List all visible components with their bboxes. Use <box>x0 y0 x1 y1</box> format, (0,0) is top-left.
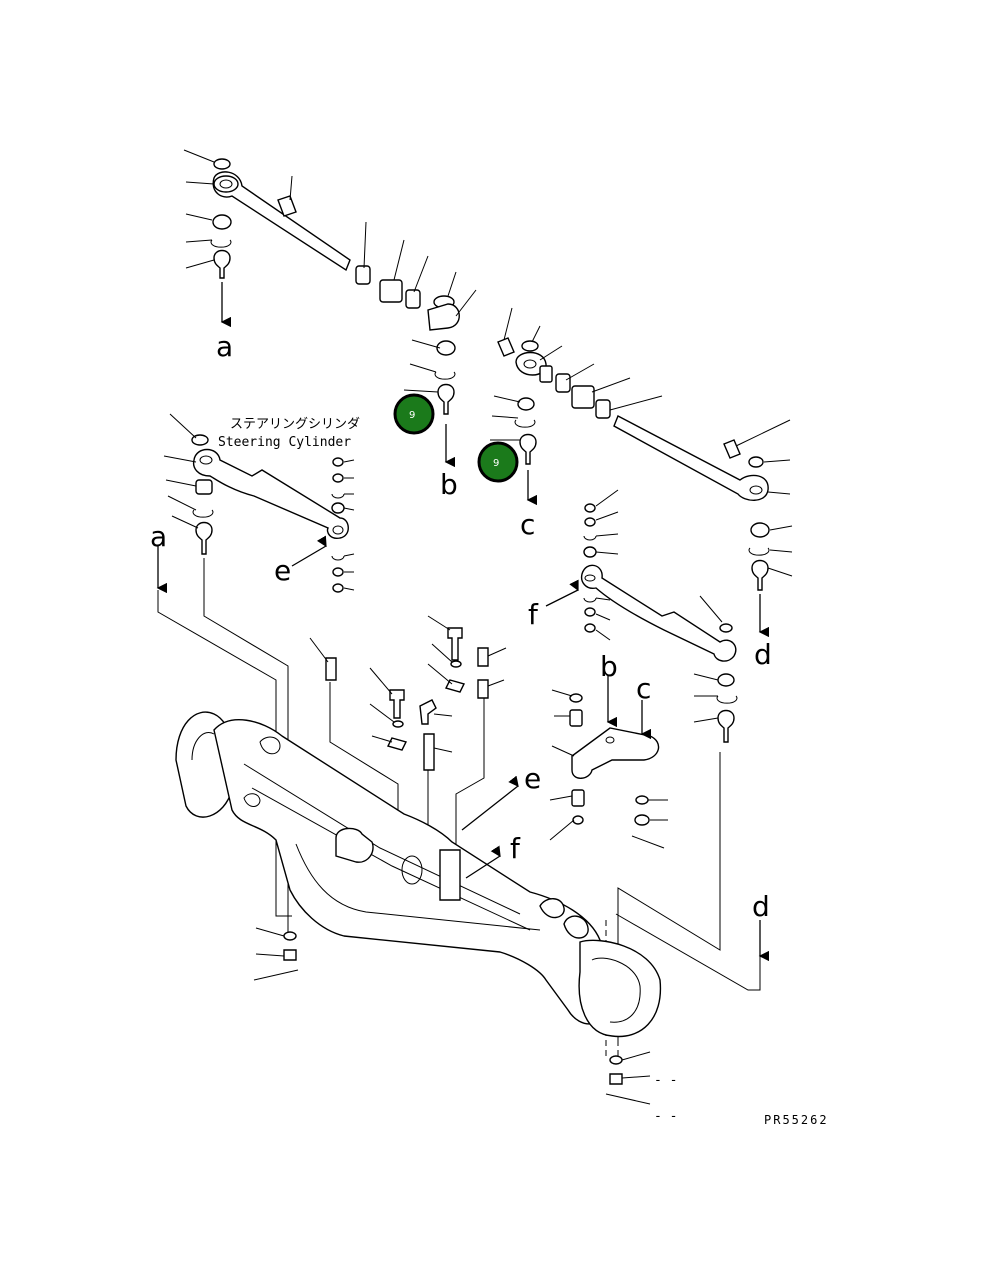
ref-letter-c-top: c <box>520 508 535 541</box>
badge-9-right-label: 9 <box>493 458 499 469</box>
ball-joint-c-stack <box>490 395 538 506</box>
ref-letter-d-top: d <box>754 638 772 671</box>
ref-letter-b-top: b <box>440 468 458 501</box>
steering-cylinder-label-en: Steering Cylinder <box>218 435 351 450</box>
drawing-code: PR55262 <box>764 1113 829 1127</box>
ball-joint-d-stack <box>748 522 793 638</box>
ref-letter-f-top: f <box>528 598 539 631</box>
badge-9-left-label: 9 <box>409 410 415 421</box>
bell-crank <box>549 673 738 849</box>
upper-tie-rod-right <box>497 307 791 501</box>
dash-mark-1: - - <box>654 1073 677 1088</box>
dash-mark-2: - - <box>654 1109 677 1124</box>
ref-letter-f-bottom: f <box>510 832 521 865</box>
ref-letter-b-bottom: b <box>600 650 618 683</box>
upper-tie-rod-left <box>212 171 460 331</box>
ball-joint-b-stack <box>403 339 456 468</box>
steering-cylinder-left <box>163 413 355 593</box>
steering-cylinder-label-jp: ステアリングシリンダ <box>230 417 360 432</box>
middle-fittings <box>309 615 507 771</box>
ref-letter-d-bottom: d <box>752 890 770 923</box>
leader-lines-upper <box>183 149 477 317</box>
ref-letter-e-top: e <box>274 554 291 587</box>
badge-9-right[interactable]: 9 <box>477 441 519 483</box>
steering-cylinder-right <box>545 489 737 662</box>
front-axle-housing <box>175 711 662 1038</box>
bottom-nut-stacks <box>253 927 651 1105</box>
ref-letter-a-top: a <box>216 330 233 363</box>
ref-letter-a-bottom: a <box>150 520 167 553</box>
ref-letter-e-bottom: e <box>524 762 541 795</box>
upper-left-stack <box>210 158 232 328</box>
badge-9-left[interactable]: 9 <box>393 393 435 435</box>
ref-letter-c-bottom: c <box>636 672 651 705</box>
